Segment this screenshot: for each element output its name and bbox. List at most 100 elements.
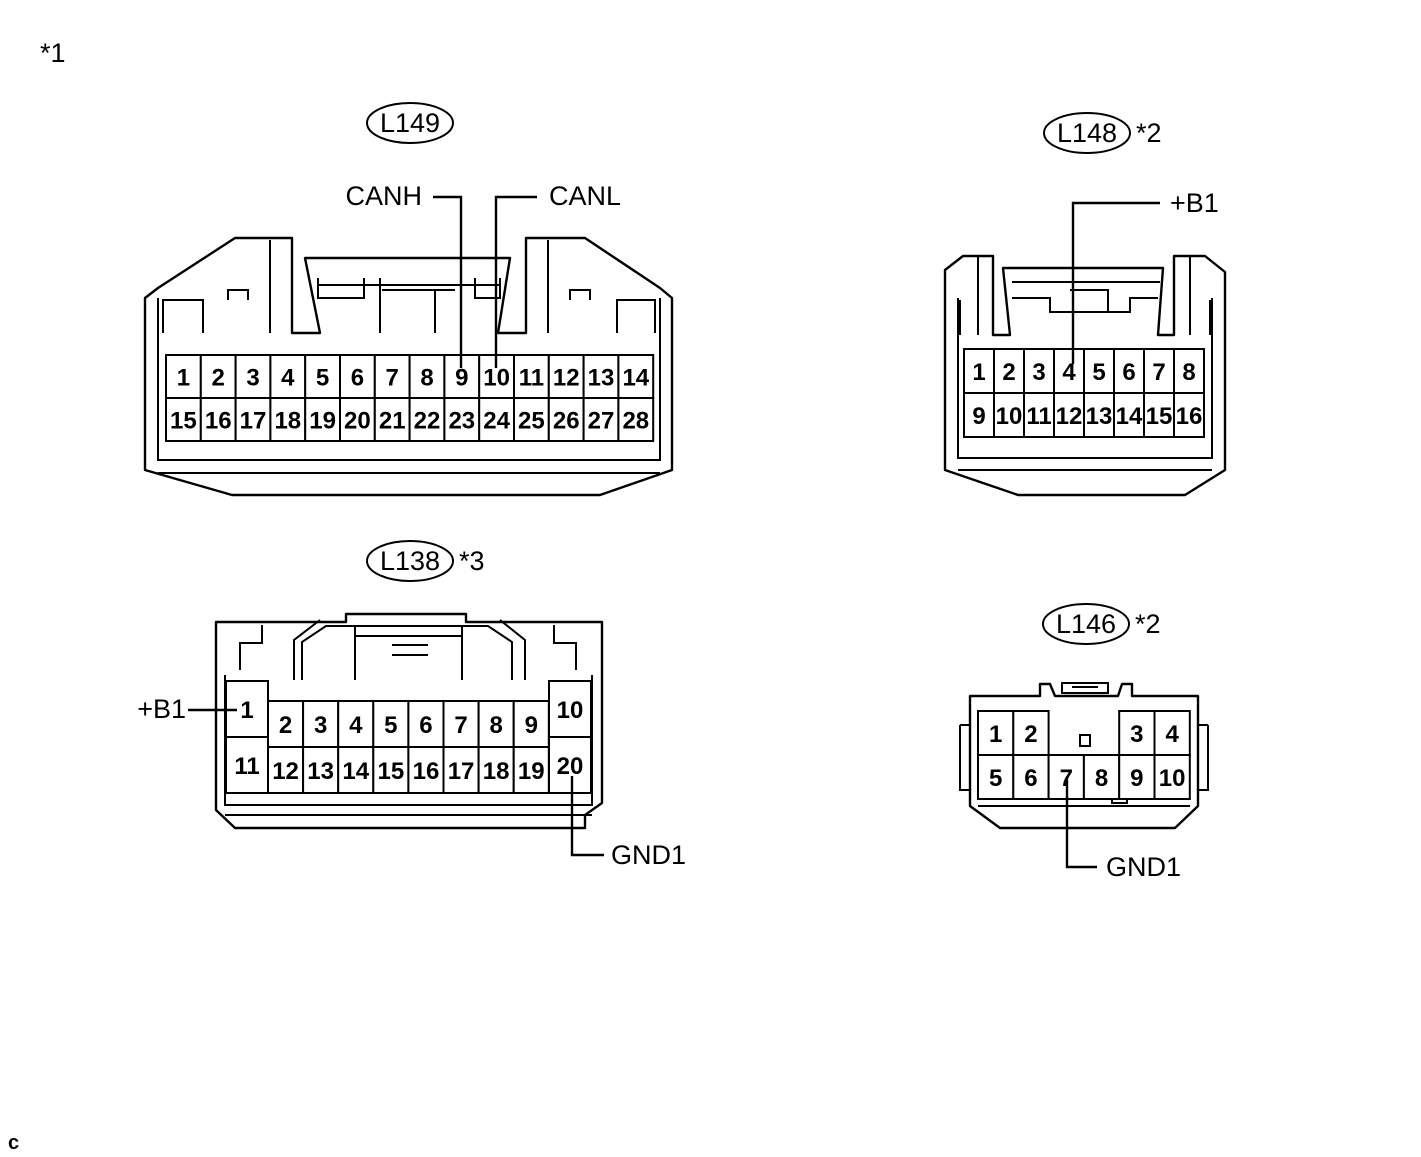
pin-cavity: [1153, 754, 1191, 800]
pin-cavity: [165, 354, 202, 399]
pin-number: 3: [246, 365, 259, 392]
pin-number: 7: [454, 712, 467, 739]
pin-cavity: [513, 397, 550, 442]
lead-line-gnd1: [1065, 780, 1097, 869]
pin-number: 17: [448, 758, 475, 785]
pin-number: 20: [557, 753, 584, 780]
pin-number: 27: [588, 408, 615, 435]
signal-label-gnd1: GND1: [611, 840, 686, 870]
pin-cavity: [1083, 348, 1115, 394]
pin-number: 10: [483, 365, 510, 392]
pin-number: 26: [553, 408, 580, 435]
pin-cavity: [442, 746, 480, 794]
pin-number: 8: [1182, 359, 1195, 386]
note-label: *2: [1135, 609, 1161, 639]
pin-number: 18: [483, 758, 510, 785]
pin-cavity: [1053, 392, 1085, 438]
pin-cavity: [1173, 348, 1205, 394]
pin-number: 10: [557, 697, 584, 724]
pin-cavity: [977, 710, 1015, 756]
connector-id-label: L146: [1056, 609, 1116, 639]
pin-number: 15: [170, 408, 197, 435]
pin-cavity: [548, 736, 592, 794]
connector-housing: [143, 236, 674, 497]
pin-number: 19: [309, 408, 336, 435]
pin-number: 23: [448, 408, 475, 435]
pin-cavity: [373, 397, 411, 442]
pin-cavity: [408, 354, 446, 399]
pin-number: 8: [1095, 765, 1108, 792]
pin-number: 12: [553, 365, 580, 392]
pin-number: 6: [1024, 765, 1037, 792]
pin-number: 10: [1159, 765, 1186, 792]
pin-number: 13: [307, 758, 334, 785]
pin-cavity: [267, 746, 305, 794]
lead-line-canh: [433, 195, 463, 368]
pin-number: 25: [518, 408, 545, 435]
pin-cavity: [1012, 710, 1050, 756]
pin-number: 12: [1056, 403, 1083, 430]
pin-number: 3: [314, 712, 327, 739]
pin-number: 3: [1130, 721, 1143, 748]
pin-number: 11: [519, 365, 544, 392]
lead-line-b1: [1071, 201, 1160, 364]
signal-label-gnd1: GND1: [1106, 852, 1181, 882]
pin-number: 6: [351, 365, 364, 392]
pin-cavity: [547, 397, 585, 442]
pin-number: 4: [1062, 359, 1076, 386]
pin-cavity: [304, 397, 342, 442]
pin-number: 7: [1152, 359, 1165, 386]
connector-housing: [968, 682, 1200, 830]
connector-id-label: L148: [1057, 118, 1117, 148]
pin-number: 2: [212, 365, 225, 392]
pin-cavity: [617, 397, 655, 442]
connector-id-bubble: [1042, 603, 1130, 645]
pin-cavity: [372, 746, 410, 794]
pin-cavity: [234, 397, 272, 442]
pin-number: 8: [420, 365, 433, 392]
pin-number: 28: [622, 408, 649, 435]
pin-number: 1: [177, 365, 190, 392]
pin-number: 13: [588, 365, 615, 392]
pin-number: 5: [316, 365, 329, 392]
pin-number: 7: [1060, 765, 1073, 792]
pin-cavity: [1012, 754, 1050, 800]
pin-cavity: [1113, 348, 1145, 394]
pin-number: 17: [240, 408, 267, 435]
pin-number: 1: [989, 721, 1002, 748]
pin-cavity: [269, 397, 307, 442]
pin-cavity: [1173, 392, 1205, 438]
pin-number: 1: [240, 697, 253, 724]
pin-number: 14: [342, 758, 369, 785]
pin-number: 3: [1032, 359, 1045, 386]
pin-number: 6: [419, 712, 432, 739]
pin-cavity: [408, 397, 446, 442]
note-label: *3: [459, 546, 485, 576]
pin-number: 5: [384, 712, 397, 739]
pin-cavity: [1023, 348, 1055, 394]
pin-cavity: [617, 354, 655, 399]
pin-number: 20: [344, 408, 371, 435]
lead-line-canl: [494, 195, 537, 368]
pin-number: 9: [525, 712, 538, 739]
connector-l138: L138 *3 1111020212313414515616717818919 …: [137, 540, 686, 870]
pin-cavity: [339, 354, 376, 399]
pin-number: 16: [1176, 403, 1203, 430]
pin-number: 8: [489, 712, 502, 739]
pin-number: 16: [413, 758, 440, 785]
signal-label-canh: CANH: [345, 181, 422, 211]
pin-cavity: [337, 746, 375, 794]
signal-label-b1: +B1: [137, 694, 186, 724]
pin-number: 9: [972, 403, 985, 430]
pin-number: 14: [1116, 403, 1143, 430]
signal-label-b1: +B1: [1170, 188, 1219, 218]
pin-cavity: [512, 746, 550, 794]
connector-housing: [214, 612, 604, 830]
